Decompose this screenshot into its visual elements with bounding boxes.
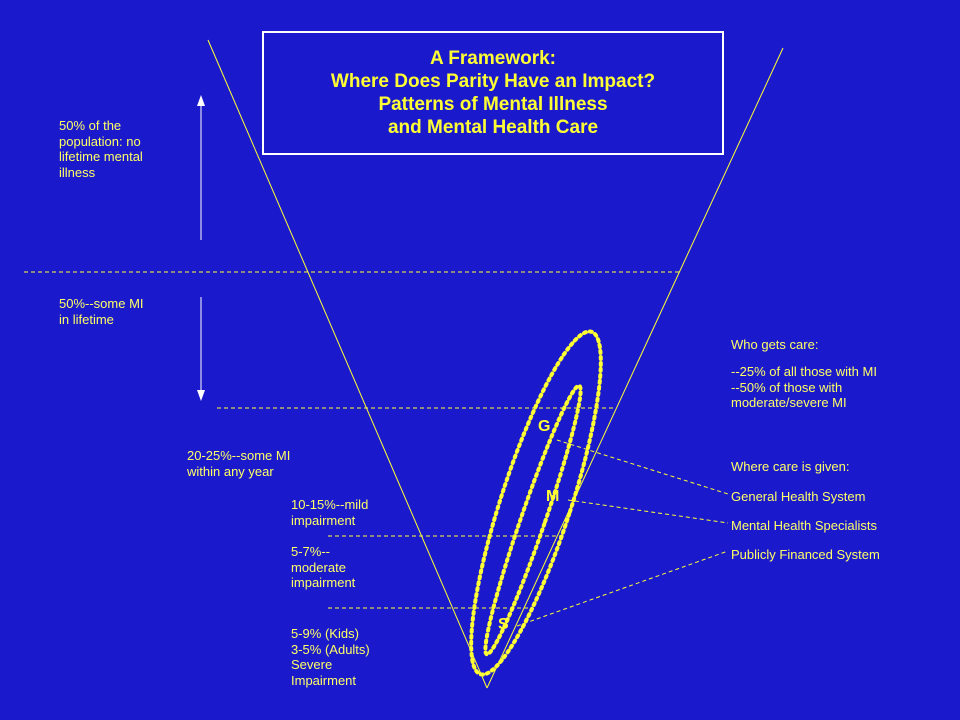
heading-who-gets-care: Who gets care:: [731, 337, 819, 352]
leader-mental-health-specialists: [567, 499, 729, 524]
title-line-1: A Framework:: [430, 48, 556, 69]
label-severe-impairment: 5-9% (Kids) 3-5% (Adults) Severe Impairm…: [291, 626, 370, 688]
title-line-3: Patterns of Mental Illness: [378, 94, 608, 115]
label-some-mi-year: 20-25%--some MI within any year: [187, 448, 291, 479]
heading-where-care: Where care is given:: [731, 459, 850, 474]
label-publicly-financed-system: Publicly Financed System: [731, 547, 880, 562]
label-mental-health-specialists: Mental Health Specialists: [731, 518, 877, 533]
letter-g: G: [538, 418, 551, 435]
label-mild-impairment: 10-15%--mild impairment: [291, 497, 369, 528]
arrow-some-mi: [197, 297, 205, 401]
letter-m: M: [546, 488, 560, 505]
label-no-mental-illness: 50% of the population: no lifetime menta…: [59, 118, 143, 180]
list-who-gets-care: --25% of all those with MI --50% of thos…: [731, 364, 877, 410]
label-some-mi-lifetime: 50%--some MI in lifetime: [59, 296, 144, 327]
title-line-4: and Mental Health Care: [387, 117, 599, 138]
funnel-right-edge: [486, 47, 784, 689]
general-health-ellipse: [469, 329, 603, 677]
leader-general-health: [556, 439, 729, 495]
letter-s: S: [498, 616, 509, 633]
funnel-left-edge: [207, 39, 488, 689]
leader-publicly-financed: [516, 550, 729, 627]
label-general-health-system: General Health System: [731, 489, 866, 504]
arrow-no-mi: [197, 95, 205, 240]
title-box: A Framework: Where Does Parity Have an I…: [262, 31, 724, 155]
title-line-2: Where Does Parity Have an Impact?: [330, 71, 656, 92]
specialist-ellipse: [483, 383, 583, 657]
label-moderate-impairment: 5-7%-- moderate impairment: [291, 544, 356, 590]
